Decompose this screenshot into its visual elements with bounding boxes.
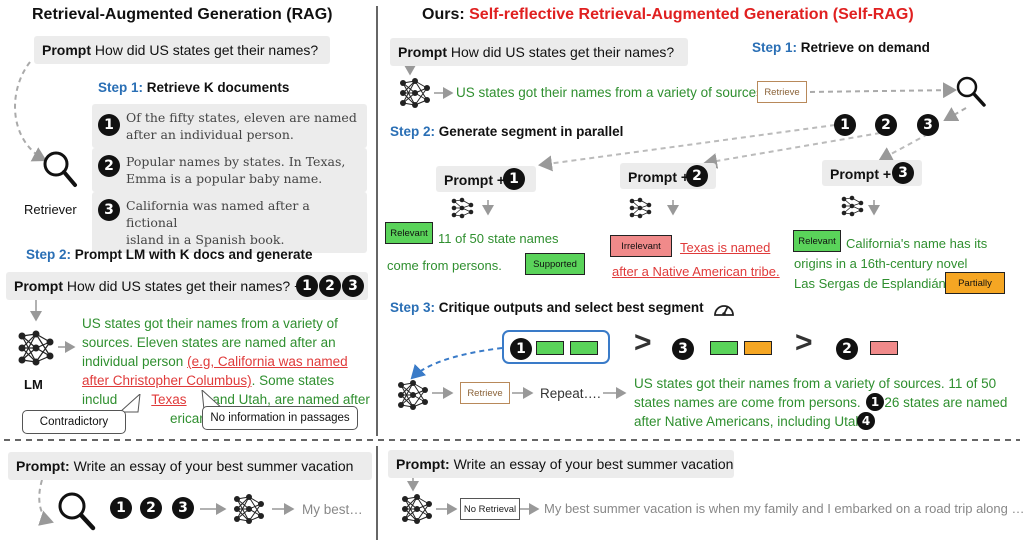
neural-network-icon — [400, 78, 430, 108]
selfrag-prompt: Prompt How did US states get their names… — [390, 38, 688, 66]
selfrag-title: Ours: Self-reflective Retrieval-Augmente… — [422, 6, 914, 23]
rank-num-1: 1 — [510, 338, 532, 360]
retrieved-num-2: 2 — [875, 114, 897, 136]
rank-num-2: 3 — [672, 338, 694, 360]
gauge-icon — [714, 305, 734, 316]
selfrag-final-output: US states got their names from a variety… — [634, 376, 1008, 429]
prompt-num-2: 2 — [319, 275, 341, 297]
branch-3-text-1: California's name has its — [846, 236, 988, 251]
branch-3-text-2: origins in a 16th-century novel — [794, 256, 968, 271]
doc-num-2: 2 — [98, 155, 120, 177]
rank-2-partially-mark — [744, 341, 772, 355]
repeat-text: Repeat…. — [540, 386, 601, 401]
neural-network-icon — [629, 197, 652, 219]
branch-2-irrelevant-tag: Irrelevant — [610, 235, 672, 257]
branch-3-text-3: Las Sergas de Esplandián. — [794, 276, 950, 291]
greater-than-2: > — [795, 326, 813, 359]
neural-network-icon — [402, 494, 432, 524]
rank-2-relevant-mark — [710, 341, 738, 355]
prompt-num-3: 3 — [342, 275, 364, 297]
rank-1-supported-mark — [570, 341, 598, 355]
lm-label: LM — [24, 377, 43, 392]
bottom-num-2: 2 — [140, 497, 162, 519]
retrieved-num-1: 1 — [834, 114, 856, 136]
branch-1-text-2: come from persons. — [387, 258, 502, 273]
selfrag-step3: Step 3: Critique outputs and select best… — [390, 300, 704, 315]
noinfo-span: Texas — [151, 392, 187, 407]
citation-num-1: 1 — [866, 393, 884, 411]
citation-num-2: 4 — [857, 412, 875, 430]
greater-than-1: > — [634, 326, 652, 359]
retrieve-tag-2: Retrieve — [460, 382, 510, 404]
callout-contradictory: Contradictory — [22, 410, 126, 434]
neural-network-icon — [234, 494, 264, 524]
rank-num-3: 2 — [836, 338, 858, 360]
branch-3-relevant-tag: Relevant — [793, 230, 841, 252]
neural-network-icon — [451, 197, 474, 219]
rag-generation: US states got their names from a variety… — [82, 316, 370, 426]
contradictory-span: (e.g, California was named — [187, 354, 348, 369]
no-retrieval-tag: No Retrieval — [460, 498, 520, 520]
doc-3: California was named after a fictional i… — [92, 192, 367, 253]
magnifier-icon — [58, 492, 96, 531]
bottom-num-3: 3 — [172, 497, 194, 519]
branch-1-relevant-tag: Relevant — [385, 222, 433, 244]
bottom-left-output: My best… — [302, 502, 363, 517]
neural-network-icon — [398, 380, 428, 410]
doc-num-3: 3 — [98, 199, 120, 221]
doc-1: Of the fifty states, eleven are named af… — [92, 104, 367, 148]
retriever-label: Retriever — [24, 202, 77, 217]
bottom-right-prompt: Prompt: Write an essay of your best summ… — [388, 450, 734, 478]
bottom-num-1: 1 — [110, 497, 132, 519]
branch-2-num: 2 — [686, 165, 708, 187]
callout-pointer — [118, 394, 141, 413]
doc-2: Popular names by states. In Texas, Emma … — [92, 148, 367, 192]
branch-3-num: 3 — [892, 162, 914, 184]
retrieve-sentence: US states got their names from a variety… — [456, 85, 767, 100]
neural-network-icon — [18, 330, 54, 366]
magnifier-icon — [956, 76, 986, 107]
prompt-num-1: 1 — [296, 275, 318, 297]
rag-title: Retrieval-Augmented Generation (RAG) — [32, 6, 333, 23]
callout-no-information: No information in passages — [202, 406, 358, 430]
prompt-label: Prompt — [42, 42, 91, 58]
branch-1-text-1: 11 of 50 state names — [438, 231, 559, 246]
retrieve-tag: Retrieve — [757, 81, 807, 103]
bottom-left-prompt: Prompt: Write an essay of your best summ… — [8, 452, 372, 480]
selfrag-step2: Step 2: Generate segment in parallel — [390, 124, 624, 139]
neural-network-icon — [841, 195, 864, 217]
branch-2-text-2: after a Native American tribe. — [612, 264, 780, 279]
rank-1-relevant-mark — [536, 341, 564, 355]
branch-3-partially-tag: Partially — [945, 272, 1005, 294]
magnifier-icon — [43, 151, 77, 187]
bottom-right-output: My best summer vacation is when my famil… — [544, 501, 1024, 516]
selfrag-step1: Step 1: Retrieve on demand — [752, 40, 930, 55]
branch-1-supported-tag: Supported — [525, 253, 585, 275]
doc-num-1: 1 — [98, 114, 120, 136]
rag-prompt: Prompt How did US states get their names… — [34, 36, 330, 64]
rag-step1: Step 1: Retrieve K documents — [98, 80, 290, 95]
branch-1-num: 1 — [503, 168, 525, 190]
rank-3-irrelevant-mark — [870, 341, 898, 355]
branch-2-text-1: Texas is named — [680, 240, 771, 255]
prompt-text: How did US states get their names? — [94, 42, 319, 58]
rag-step2: Step 2: Prompt LM with K docs and genera… — [26, 247, 313, 262]
retrieved-num-3: 3 — [917, 114, 939, 136]
